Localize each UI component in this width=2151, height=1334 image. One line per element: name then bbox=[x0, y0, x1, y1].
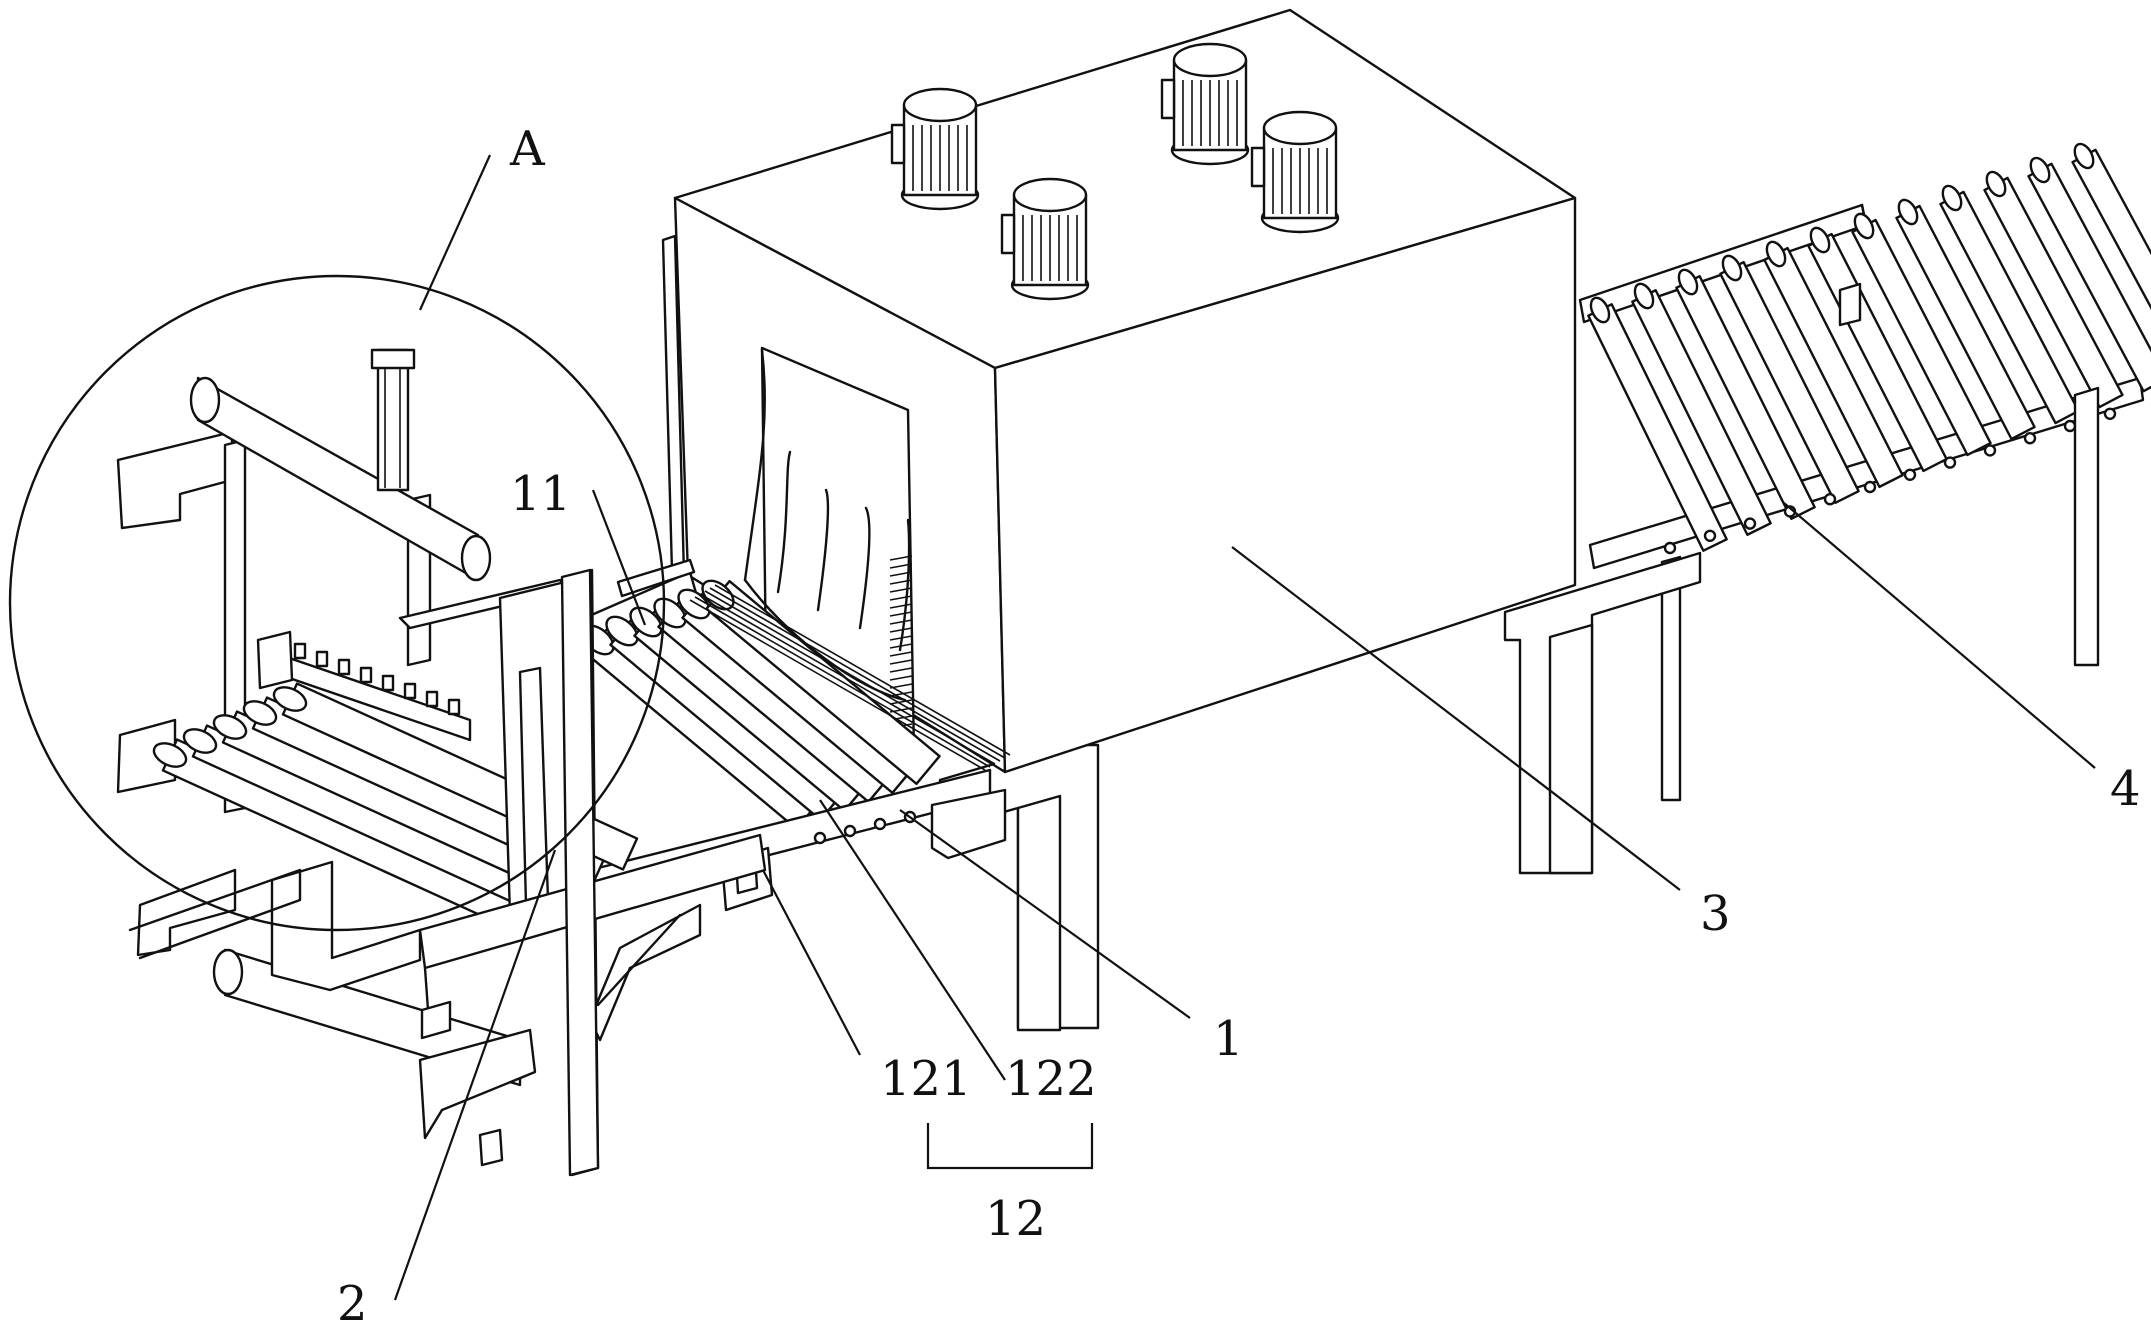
motor-top bbox=[1014, 179, 1086, 211]
rail-hole bbox=[2105, 409, 2115, 419]
bolt bbox=[383, 676, 393, 690]
motor-box bbox=[1002, 215, 1014, 253]
motor-box bbox=[1162, 80, 1174, 118]
rail-hole bbox=[875, 819, 885, 829]
label-12: 12 bbox=[985, 1191, 1046, 1247]
rail-hole bbox=[1745, 519, 1755, 529]
motor-top bbox=[904, 89, 976, 121]
label-2: 2 bbox=[337, 1276, 368, 1332]
motor-top bbox=[1264, 112, 1336, 144]
motor-box bbox=[892, 125, 904, 163]
bolt bbox=[317, 652, 327, 666]
label-3: 3 bbox=[1700, 886, 1731, 942]
label-11: 11 bbox=[510, 466, 571, 522]
film-feed-assembly bbox=[10, 276, 765, 1175]
motor bbox=[1162, 44, 1248, 164]
shrink-tunnel bbox=[663, 10, 1700, 1030]
outfeed-roller-conveyor bbox=[1580, 141, 2151, 800]
rail-hole bbox=[2065, 421, 2075, 431]
label-4: 4 bbox=[2110, 761, 2141, 817]
rail-hole bbox=[1905, 470, 1915, 480]
label-a: A bbox=[509, 121, 546, 177]
rail-hole bbox=[1865, 482, 1875, 492]
motor bbox=[892, 89, 978, 209]
rail-hole bbox=[845, 826, 855, 836]
bolt bbox=[449, 700, 459, 714]
motor-box bbox=[1252, 148, 1264, 186]
bolt bbox=[295, 644, 305, 658]
bolt bbox=[427, 692, 437, 706]
rail-hole bbox=[1825, 494, 1835, 504]
motor bbox=[1002, 179, 1088, 299]
rail-hole bbox=[1705, 531, 1715, 541]
rail-hole bbox=[815, 833, 825, 843]
bolt bbox=[405, 684, 415, 698]
label-121: 121 bbox=[880, 1051, 972, 1107]
rail-hole bbox=[2025, 433, 2035, 443]
label-1: 1 bbox=[1213, 1011, 1244, 1067]
motor-top bbox=[1174, 44, 1246, 76]
motor bbox=[1252, 112, 1338, 232]
bolt bbox=[339, 660, 349, 674]
bolt bbox=[361, 668, 371, 682]
rail-hole bbox=[1945, 458, 1955, 468]
label-122: 122 bbox=[1005, 1051, 1097, 1107]
rail-hole bbox=[1985, 445, 1995, 455]
rail-hole bbox=[1665, 543, 1675, 553]
